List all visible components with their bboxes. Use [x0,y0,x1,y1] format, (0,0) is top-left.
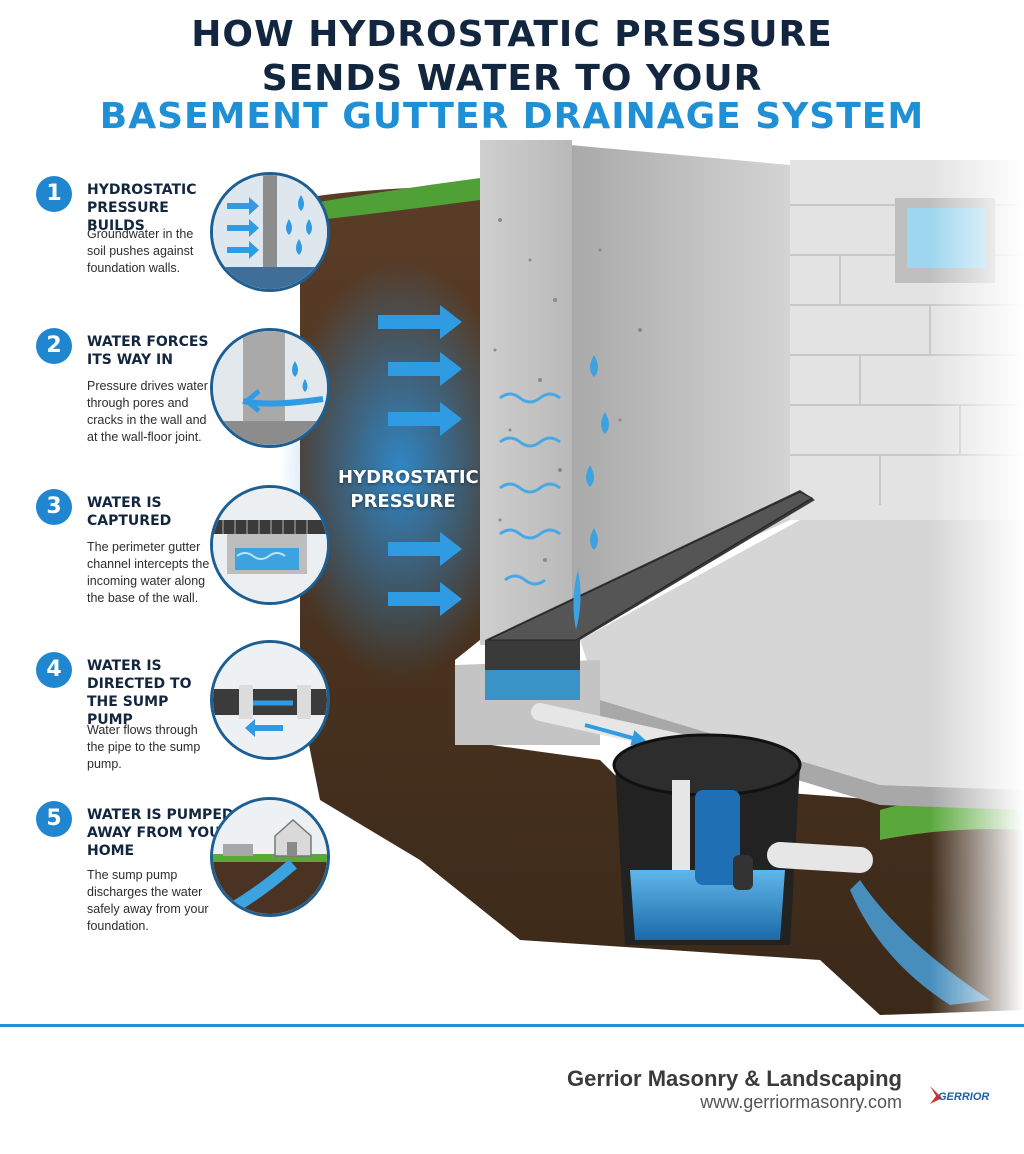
soil [300,185,1024,1015]
water-droplets [573,355,609,630]
step-number: 2 [36,328,72,364]
foundation-wall [480,140,572,645]
footer-divider [0,1024,1024,1027]
step-3-thumbnail [210,485,330,605]
step-heading: WATER FORCES ITS WAY IN [87,334,209,368]
title-line-1: HOW HYDROSTATIC PRESSURE [191,14,833,55]
pressure-arrows [378,305,462,616]
step-heading: HYDROSTATIC PRESSURE BUILDS [87,182,197,234]
seepage-waves [499,392,561,586]
step-5-thumbnail [210,797,330,917]
step-description: Groundwater in the soil pushes against f… [87,227,194,275]
step-4-thumbnail [210,640,330,760]
floor-slab [580,520,1024,790]
step-description: Pressure drives water through pores and … [87,379,208,444]
pressure-glow [280,260,520,680]
grass [300,178,480,222]
title-line-2: SENDS WATER TO YOUR [261,58,763,99]
gutter-grate [487,491,814,641]
step-heading: WATER IS PUMPED AWAY FROM YOUR HOME [87,807,234,859]
step-number: 5 [36,801,72,837]
company-name: Gerrior Masonry & Landscaping [567,1066,902,1091]
title-line-3: BASEMENT GUTTER DRAINAGE SYSTEM [99,96,925,137]
sump-rim [612,733,802,797]
svg-text:GERRIOR: GERRIOR [938,1091,989,1103]
step-number: 4 [36,652,72,688]
discharge-riser [672,780,690,870]
float-switch [733,855,753,890]
step-number: 3 [36,489,72,525]
gutter-water [485,670,580,700]
step-heading: WATER IS CAPTURED [87,495,172,529]
fade-overlay [930,140,1024,1025]
company-website: www.gerriormasonry.com [700,1092,902,1112]
step-description: Water flows through the pipe to the sump… [87,723,201,771]
step-number: 1 [36,176,72,212]
drainage-illustration [280,140,1024,1025]
sump-pump [695,790,740,885]
step-2-thumbnail [210,328,330,448]
wall-pores [493,218,642,562]
step-heading: WATER IS DIRECTED TO THE SUMP PUMP [87,658,192,728]
pipe-flow-arrow [584,723,648,746]
step-description: The sump pump discharges the water safel… [87,868,209,933]
step-description: The perimeter gutter channel intercepts … [87,540,210,605]
hydrostatic-pressure-label: HYDROSTATIC PRESSURE [338,467,479,512]
discharge-pipe [767,842,873,873]
wall-interior-face [570,145,790,620]
step-1-thumbnail [210,172,330,292]
company-logo: GERRIOR [930,1086,989,1104]
